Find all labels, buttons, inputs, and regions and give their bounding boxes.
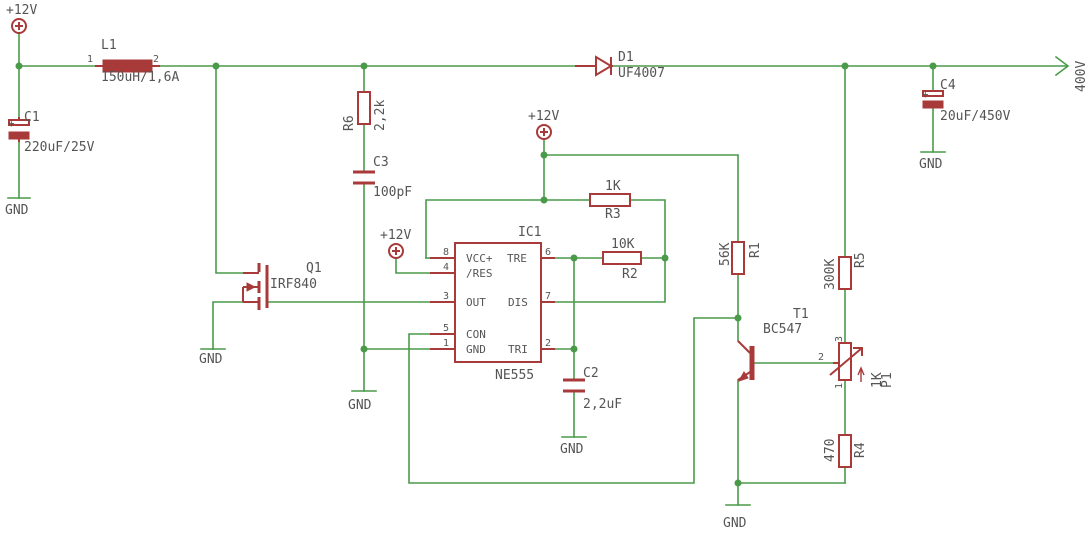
r5-name: R5 [853, 252, 868, 268]
ic1-pin-tri: TRI [508, 343, 528, 356]
output-label: 400V [1074, 61, 1089, 92]
r3-value: 1K [605, 179, 621, 194]
capacitor-c3: C3 100pF [353, 155, 412, 200]
ic1-pinnum-5: 5 [443, 323, 449, 334]
c1-name: C1 [24, 110, 40, 125]
transistor-t1: T1 BC547 [737, 307, 809, 382]
t1-value: BC547 [763, 322, 802, 337]
c4-value: 20uF/450V [940, 109, 1011, 124]
ic1-pin-vcc: VCC+ [466, 252, 493, 265]
ic1-pin-dis: DIS [508, 296, 528, 309]
diode-d1: D1 UF4007 [575, 50, 665, 81]
c4-name: C4 [940, 78, 956, 93]
gnd-label-c2: GND [560, 442, 584, 457]
p1-pin3: 3 [834, 336, 845, 342]
ic1-pin-con: CON [466, 328, 486, 341]
gnd-label-q1: GND [199, 352, 223, 367]
gnd-label-c3: GND [348, 398, 372, 413]
ic1-name: IC1 [518, 225, 541, 240]
ic1-pin-tre: TRE [507, 252, 527, 265]
supply-symbol-left: +12V [6, 3, 37, 34]
c1-value: 220uF/25V [24, 140, 95, 155]
r5-value: 300K [823, 259, 838, 290]
wires [7, 32, 1070, 506]
l1-name: L1 [101, 38, 117, 53]
t1-name: T1 [793, 307, 809, 322]
ic1-pin-gnd: GND [466, 343, 486, 356]
supply-symbol-ic: +12V [380, 228, 411, 259]
supply-label-ic: +12V [380, 228, 411, 243]
r2-value: 10K [611, 237, 635, 252]
ic1-pinnum-6: 6 [545, 247, 551, 258]
mosfet-q1: Q1 IRF840 [242, 261, 322, 310]
resistor-r1: 56K R1 [718, 241, 763, 275]
l1-pin2: 2 [153, 54, 159, 65]
p1-pin2: 2 [818, 352, 824, 363]
ic1-pinnum-2: 2 [545, 338, 551, 349]
ic1-pin-out: OUT [466, 296, 486, 309]
capacitor-c1: + C1 220uF/25V [8, 110, 95, 155]
gnd-label-c1: GND [5, 203, 29, 218]
l1-value: 150uH/1,6A [101, 70, 179, 85]
gnd-label-t1: GND [723, 516, 747, 531]
r6-value: 2,2k [373, 100, 388, 131]
junctions [15, 62, 937, 487]
c3-value: 100pF [373, 185, 412, 200]
capacitor-c2: C2 2,2uF [563, 366, 622, 412]
supply-label-left: +12V [6, 3, 37, 18]
ic1-pinnum-1: 1 [443, 338, 449, 349]
c2-name: C2 [583, 366, 599, 381]
d1-value: UF4007 [618, 66, 665, 81]
c2-value: 2,2uF [583, 397, 622, 412]
p1-value: 1K [870, 372, 885, 388]
r4-value: 470 [823, 439, 838, 462]
resistor-r2: 10K R2 [602, 237, 642, 282]
r2-name: R2 [622, 267, 638, 282]
supply-label-mid: +12V [528, 109, 559, 124]
resistor-r4: 470 R4 [823, 434, 868, 468]
q1-value: IRF840 [270, 277, 317, 292]
resistor-r3: 1K R3 [589, 179, 631, 222]
d1-name: D1 [618, 50, 634, 65]
r6-name: R6 [342, 115, 357, 131]
ic1-pinnum-7: 7 [545, 291, 551, 302]
ic1-pinnum-3: 3 [443, 291, 449, 302]
ic1-pin-res: /RES [466, 267, 493, 280]
resistor-r5: 300K R5 [823, 252, 868, 290]
gnd-label-c4: GND [919, 157, 943, 172]
r1-name: R1 [748, 242, 763, 258]
potentiometer-p1: 1K P1 1 2 3 [818, 336, 895, 389]
r4-name: R4 [853, 442, 868, 458]
resistor-r6: R6 2,2k [342, 91, 388, 131]
inductor-l1: L1 150uH/1,6A 1 2 [87, 38, 179, 85]
r3-name: R3 [605, 207, 621, 222]
ic1-pinnum-8: 8 [443, 247, 449, 258]
c3-name: C3 [373, 155, 389, 170]
ic1-ne555: IC1 NE555 VCC+ TRE /RES OUT DIS CON GND … [430, 225, 555, 383]
p1-name: P1 [880, 372, 895, 388]
l1-pin1: 1 [87, 54, 93, 65]
ic1-value: NE555 [495, 368, 534, 383]
r1-value: 56K [718, 242, 733, 266]
ic1-pinnum-4: 4 [443, 262, 449, 273]
c4-plus-icon: + [922, 88, 929, 101]
supply-symbol-mid: +12V [528, 109, 559, 140]
q1-name: Q1 [306, 261, 322, 276]
capacitor-c4: + C4 20uF/450V [922, 78, 1011, 124]
p1-pin1: 1 [834, 383, 845, 389]
c1-plus-icon: + [8, 117, 15, 130]
